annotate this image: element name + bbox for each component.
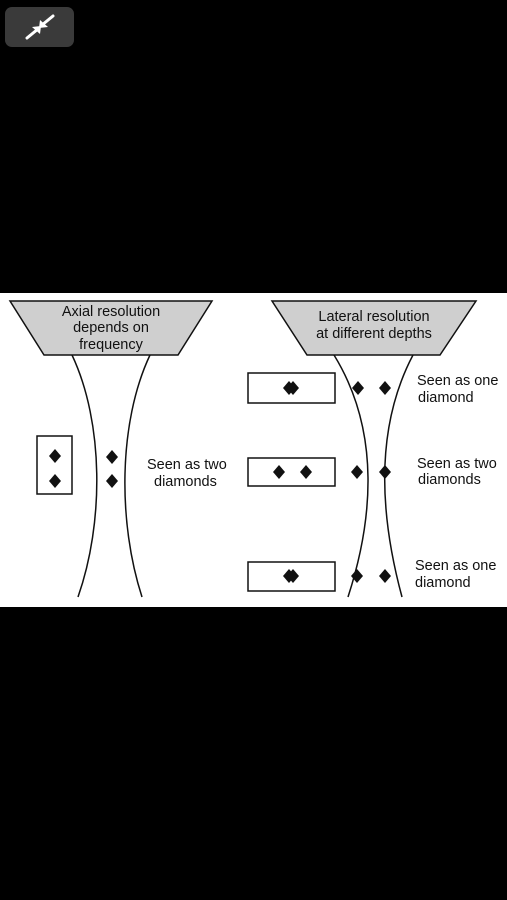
axial-beam	[71, 354, 151, 598]
lateral-caption-3-line-1: Seen as one	[415, 558, 496, 574]
lateral-caption-1-line-2: diamond	[418, 390, 474, 406]
lateral-reflector-box-1	[247, 372, 336, 404]
axial-echo-diamonds	[106, 450, 118, 488]
axial-transducer: Axial resolution depends on frequency	[8, 300, 214, 356]
diamond-marker	[273, 465, 285, 479]
diamond-marker	[379, 569, 391, 583]
diamond-marker	[352, 381, 364, 395]
axial-title-line-2: depends on	[73, 320, 149, 336]
lateral-reflector-box-3	[247, 561, 336, 592]
diamond-marker	[287, 569, 299, 583]
diamond-marker	[300, 465, 312, 479]
collapse-arrows-icon	[25, 14, 54, 40]
exit-fullscreen-button[interactable]	[5, 7, 74, 47]
ultrasound-resolution-figure: Axial resolution depends on frequency Se…	[0, 293, 507, 607]
axial-caption-line-2: diamonds	[154, 474, 217, 490]
diamond-marker	[351, 465, 363, 479]
lateral-caption-1-line-1: Seen as one	[417, 373, 498, 389]
lateral-title-line-1: Lateral resolution	[318, 309, 429, 325]
axial-title-line-3: frequency	[79, 337, 143, 353]
lateral-transducer: Lateral resolution at different depths	[270, 300, 478, 356]
lateral-title-line-2: at different depths	[316, 326, 432, 342]
axial-title-line-1: Axial resolution	[62, 304, 160, 320]
axial-reflector-box	[36, 435, 73, 495]
diamond-marker	[49, 449, 61, 463]
lateral-reflector-box-2	[247, 457, 336, 487]
diamond-marker	[351, 569, 363, 583]
diamond-marker	[49, 474, 61, 488]
lateral-caption-3-line-2: diamond	[415, 575, 471, 591]
lateral-beam	[333, 354, 414, 598]
diamond-marker	[379, 465, 391, 479]
lateral-caption-2-line-2: diamonds	[418, 472, 481, 488]
lateral-caption-2-line-1: Seen as two	[417, 456, 497, 472]
diamond-marker	[287, 381, 299, 395]
diamond-marker	[106, 474, 118, 488]
diamond-marker	[379, 381, 391, 395]
axial-caption-line-1: Seen as two	[147, 457, 227, 473]
diamond-marker	[106, 450, 118, 464]
